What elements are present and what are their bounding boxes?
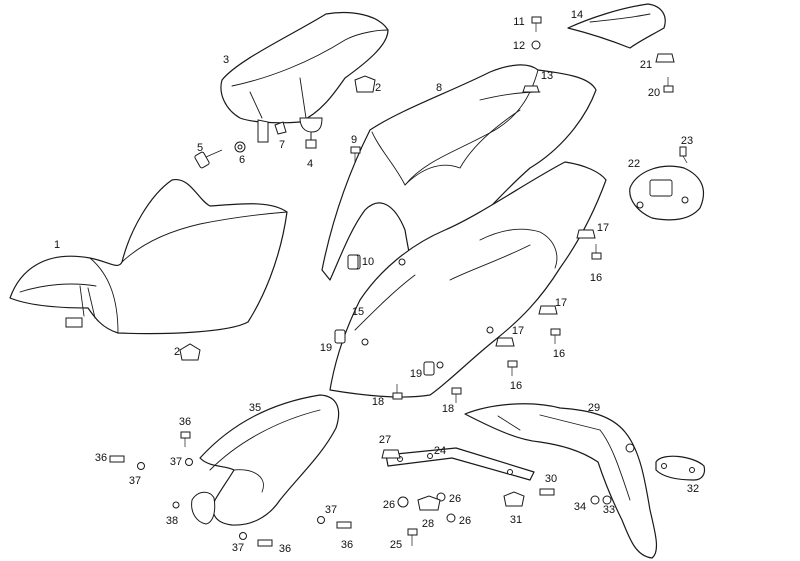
callout-17: 17 (554, 297, 568, 309)
callout-12: 12 (512, 40, 526, 52)
callout-33: 33 (602, 504, 616, 516)
callout-18: 18 (371, 396, 385, 408)
hardware-items (109, 16, 688, 547)
callout-31: 31 (509, 514, 523, 526)
callout-2: 2 (173, 346, 181, 358)
callout-19: 19 (409, 368, 423, 380)
callout-13: 13 (540, 70, 554, 82)
reflector-part (655, 455, 706, 481)
callout-17: 17 (511, 325, 525, 337)
rider-seat-part (9, 179, 288, 335)
callout-5: 5 (196, 142, 204, 154)
callout-6: 6 (238, 154, 246, 166)
callout-32: 32 (686, 483, 700, 495)
callout-11: 11 (513, 16, 525, 28)
callout-30: 30 (544, 473, 558, 485)
callout-27: 27 (378, 434, 392, 446)
callout-36: 36 (278, 543, 292, 555)
rear-panel-part (629, 165, 705, 221)
callout-35: 35 (248, 402, 262, 414)
callout-9: 9 (350, 134, 358, 146)
callout-37: 37 (128, 475, 142, 487)
callout-37: 37 (231, 542, 245, 554)
callout-21: 21 (639, 59, 653, 71)
callout-14: 14 (570, 9, 584, 21)
callout-19: 19 (319, 342, 333, 354)
callout-36: 36 (340, 539, 354, 551)
callout-16: 16 (552, 348, 566, 360)
callout-37: 37 (324, 504, 338, 516)
callout-10: 10 (361, 256, 375, 268)
callout-24: 24 (433, 445, 447, 457)
callout-29: 29 (587, 402, 601, 414)
tail-cover-part (321, 64, 597, 297)
callout-23: 23 (680, 135, 694, 147)
callout-26: 26 (458, 515, 472, 527)
callout-2: 2 (374, 82, 382, 94)
callout-25: 25 (389, 539, 403, 551)
callout-16: 16 (589, 272, 603, 284)
callout-34: 34 (573, 501, 587, 513)
undertray-part (329, 161, 607, 398)
callout-38: 38 (165, 515, 179, 527)
callout-26: 26 (448, 493, 462, 505)
callout-36: 36 (94, 452, 108, 464)
callout-8: 8 (435, 82, 443, 94)
bracket-part (385, 447, 535, 481)
callout-37: 37 (169, 456, 183, 468)
callout-22: 22 (627, 158, 641, 170)
callout-26: 26 (382, 499, 396, 511)
callout-7: 7 (278, 139, 286, 151)
callout-3: 3 (222, 54, 230, 66)
callout-28: 28 (421, 518, 435, 530)
callout-16: 16 (509, 380, 523, 392)
callout-36: 36 (178, 416, 192, 428)
passenger-seat-part (220, 11, 389, 143)
callout-20: 20 (647, 87, 661, 99)
callout-4: 4 (306, 158, 314, 170)
license-plate-holder-part (464, 403, 658, 559)
rear-hugger-part (191, 394, 340, 526)
small-cover-part (567, 3, 666, 49)
callout-18: 18 (441, 403, 455, 415)
callout-1: 1 (53, 239, 61, 251)
callout-17: 17 (596, 222, 610, 234)
callout-15: 15 (351, 306, 365, 318)
